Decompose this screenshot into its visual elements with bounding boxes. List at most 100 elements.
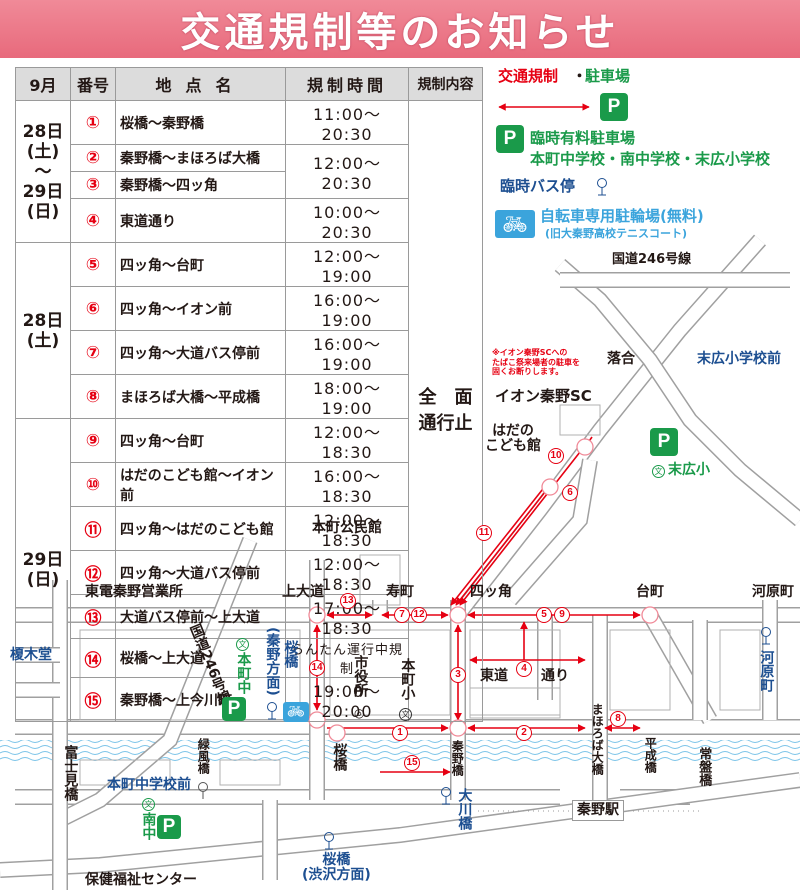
place-cell: 四ッ角〜はだのこども館 (115, 506, 286, 551)
content-cell: 全 面通行止 (408, 100, 483, 722)
label-hadano-station: 秦野駅 (572, 800, 624, 822)
legend-arrow-icon (498, 103, 590, 111)
marker-10: 10 (548, 448, 564, 464)
label-enokido: 榎木堂 (10, 647, 52, 663)
marker-9: 9 (554, 607, 570, 623)
col-month: 9月 (15, 67, 71, 101)
place-cell: 四ッ角〜イオン前 (115, 286, 286, 331)
time-cell: 12:00〜18:30 (285, 418, 409, 463)
marker-3: 3 (450, 667, 466, 683)
parking-icon: P (157, 815, 181, 839)
legend-temp-parking-sites: 本町中学校・南中学校・末広小学校 (530, 150, 771, 168)
label-yotsukado: 四ッ角 (470, 584, 512, 600)
number-cell: ⑥ (70, 286, 116, 331)
marker-14: 14 (309, 660, 325, 676)
intersection-circle (641, 606, 659, 624)
block (559, 404, 601, 436)
time-cell: 16:00〜18:30 (285, 462, 409, 507)
river (0, 740, 800, 762)
legend-temp-parking: 臨時有料駐車場 (530, 129, 636, 147)
parking-icon: P (650, 428, 678, 456)
label-tokiwa: 常盤橋 (696, 747, 712, 786)
place-cell: 秦野橋〜上今川町 (115, 677, 286, 722)
label-minami-jhs: 南中 (140, 812, 157, 840)
place-cell: 東道通り (115, 198, 286, 243)
legend-bus-stop: 臨時バス停 (500, 177, 576, 195)
label-honcho-jhs: 本町中 (235, 652, 252, 694)
label-ochiai: 落合 (607, 351, 635, 367)
label-hadanobashi: 秦野橋 (450, 740, 465, 776)
label-dori: 通り (541, 668, 569, 684)
number-cell: ⑦ (70, 330, 116, 375)
time-cell: 12:00〜18:30 (285, 550, 409, 595)
label-fujimi: 富士見橋 (62, 745, 79, 801)
label-kawaracho-stop: 河原町 (758, 650, 775, 692)
place-cell: 四ッ角〜大道バス停前 (115, 550, 286, 595)
label-kotobukicho: 寿町 (386, 584, 414, 600)
bus-stop-icon (441, 787, 451, 805)
road (505, 458, 597, 605)
label-daicho: 台町 (636, 584, 664, 600)
time-cell: 11:00〜20:30 (285, 100, 409, 145)
number-cell: ⑤ (70, 242, 116, 287)
bus-stop-icon (324, 832, 334, 850)
aeon-parking-note: ※イオン秦野SCへのたばこ祭来場者の駐車を固くお断りします。 (492, 348, 580, 377)
intersection-circle (541, 478, 559, 496)
block (219, 759, 281, 786)
legend-traffic: 交通規制 (498, 67, 559, 85)
label-mahoroba: まほろば大橋 (590, 703, 605, 775)
number-cell: ⑧ (70, 374, 116, 419)
marker-8: 8 (610, 711, 626, 727)
number-cell: ① (70, 100, 116, 145)
number-cell: ② (70, 144, 116, 172)
label-ryokufu: 緑風橋 (196, 738, 211, 774)
legend-parking: 駐車場 (585, 67, 631, 85)
label-aeon: イオン秦野SC (495, 387, 592, 405)
label-honcho-kominkan: 本町公民館 (312, 520, 382, 536)
marker-13: 13 (340, 593, 356, 609)
page-title: 交通規制等のお知らせ (180, 10, 620, 56)
place-cell: まほろば大橋〜平成橋 (115, 374, 286, 419)
marker-15: 15 (404, 755, 420, 771)
place-cell: 四ッ角〜台町 (115, 242, 286, 287)
legend-dot: ・ (572, 67, 588, 85)
bus-stop-icon (267, 702, 277, 720)
parking-icon: P (222, 697, 246, 721)
time-cell: 10:00〜20:30 (285, 198, 409, 243)
intersection-circle (576, 438, 594, 456)
label-hoken-center: 保健福祉センター (85, 872, 197, 888)
road (555, 260, 800, 525)
marker-2: 2 (516, 725, 532, 741)
place-cell: はだのこども館〜イオン前 (115, 462, 286, 507)
date-cell: 28日(土) (15, 242, 71, 419)
legend-bike-note: (旧大秦野高校テニスコート) (545, 227, 688, 240)
marker-11: 11 (476, 525, 492, 541)
number-cell: ④ (70, 198, 116, 243)
label-sakurabashi-shibusawa: 桜橋(渋沢方面) (302, 852, 371, 884)
school-icon: 文 (652, 465, 665, 478)
label-shiyakusho: 市役所 (352, 655, 369, 697)
time-cell: 12:00〜18:30 (285, 506, 409, 551)
school-icon: 文 (399, 708, 412, 721)
time-cell: 16:00〜19:00 (285, 330, 409, 375)
col-content: 規制内容 (408, 67, 483, 101)
school-icon: 文 (142, 798, 155, 811)
block (79, 759, 171, 786)
col-number: 番号 (70, 67, 116, 101)
bicycle-icon: 🚲︎ (283, 702, 309, 722)
bus-stop-icon (198, 782, 208, 799)
number-cell: ⑩ (70, 462, 116, 507)
time-cell: らんたん運行中規制 (285, 638, 409, 678)
label-okawa: 大川橋 (456, 788, 473, 830)
time-cell: 18:00〜19:00 (285, 374, 409, 419)
place-cell: 秦野橋〜まほろば大橋 (115, 144, 286, 172)
